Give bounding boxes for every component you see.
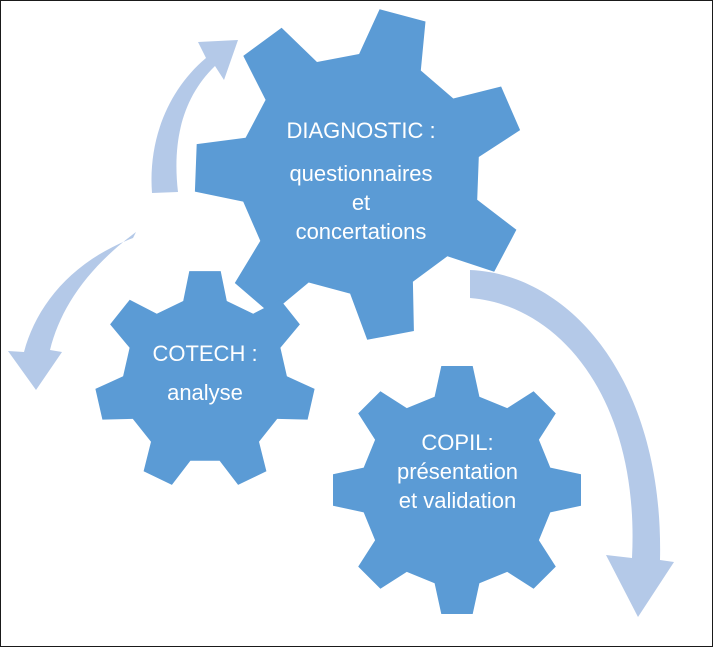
gear-diagnostic [194, 9, 521, 340]
arrow-diagnostic-to-copil [470, 270, 674, 617]
gear-cotech-line: analyse [167, 380, 243, 405]
gear-copil-line: présentation [396, 459, 519, 484]
gear-cotech-label: COTECH : analyse [120, 339, 290, 407]
gear-cotech [95, 271, 315, 485]
gear-cotech-title: COTECH : [152, 341, 258, 366]
gear-diagnostic-title: DIAGNOSTIC : [286, 118, 436, 143]
gear-diagnostic-line: concertations [295, 219, 427, 244]
arrow-cotech-to-diagnostic [151, 40, 238, 193]
gear-diagnostic-line: et [351, 190, 371, 215]
gear-diagnostic-label: DIAGNOSTIC : questionnaires et concertat… [251, 116, 471, 246]
gear-copil [333, 366, 581, 614]
gear-copil-title: COPIL: [421, 430, 494, 455]
arrow-diagnostic-to-cotech [8, 232, 136, 390]
gear-diagnostic-line: questionnaires [289, 161, 433, 186]
gear-copil-label: COPIL: présentation et validation [355, 428, 560, 515]
gear-copil-line: et validation [398, 488, 517, 513]
